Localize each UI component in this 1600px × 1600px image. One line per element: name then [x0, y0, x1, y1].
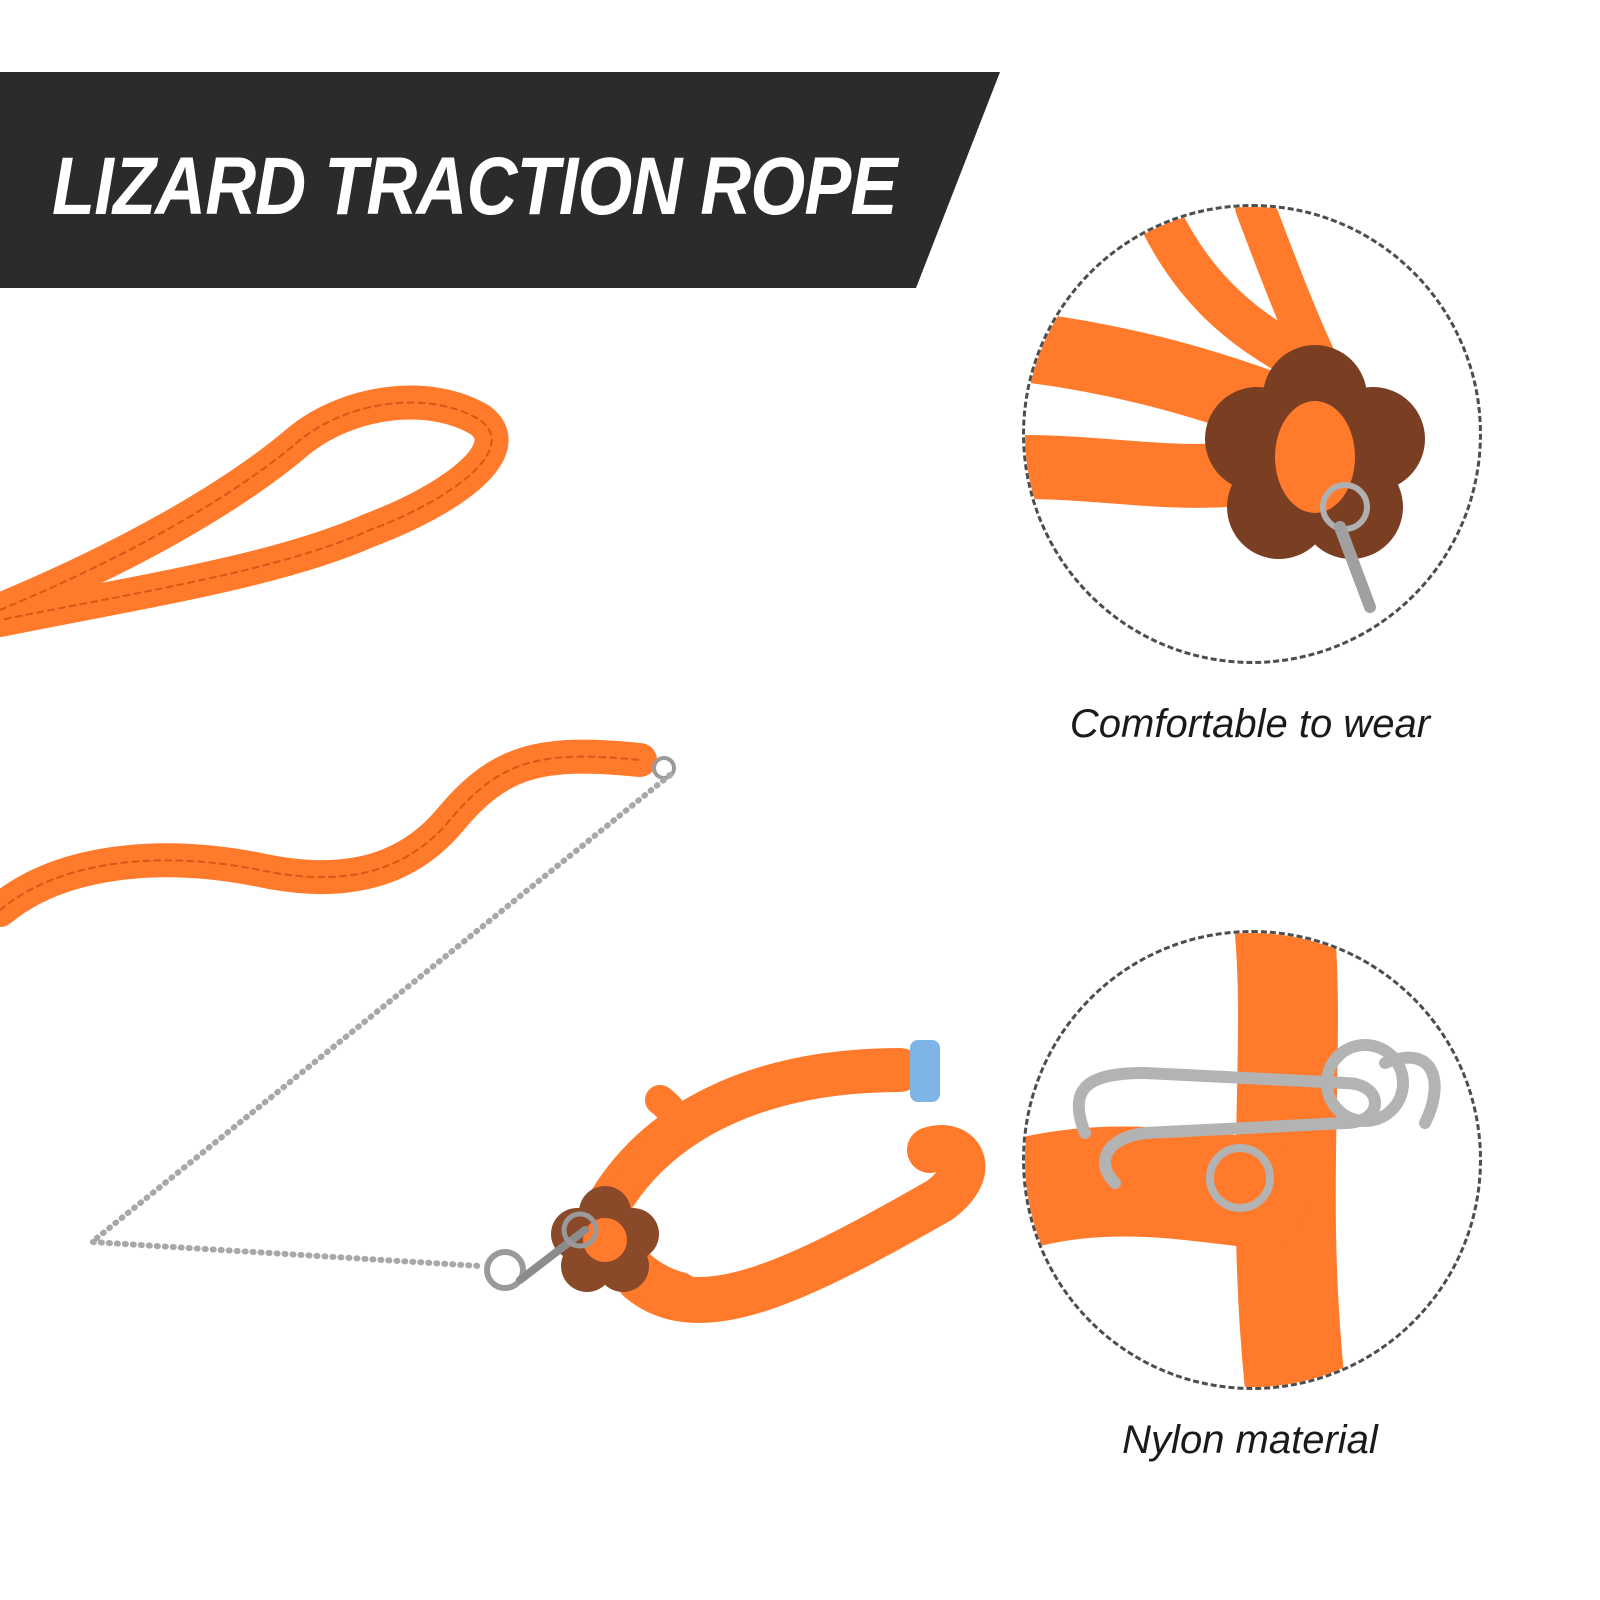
- feature-caption-material: Nylon material: [1122, 1418, 1378, 1462]
- product-image: [0, 380, 1000, 1360]
- nylon-clip-closeup-image: [1022, 930, 1482, 1390]
- banner-background: [0, 72, 1000, 288]
- feature-caption-comfort: Comfortable to wear: [1069, 702, 1431, 746]
- harness-closeup-image: [1022, 204, 1482, 664]
- title-banner: [0, 72, 1000, 288]
- page-title: LIZARD TRACTION ROPE: [52, 141, 898, 232]
